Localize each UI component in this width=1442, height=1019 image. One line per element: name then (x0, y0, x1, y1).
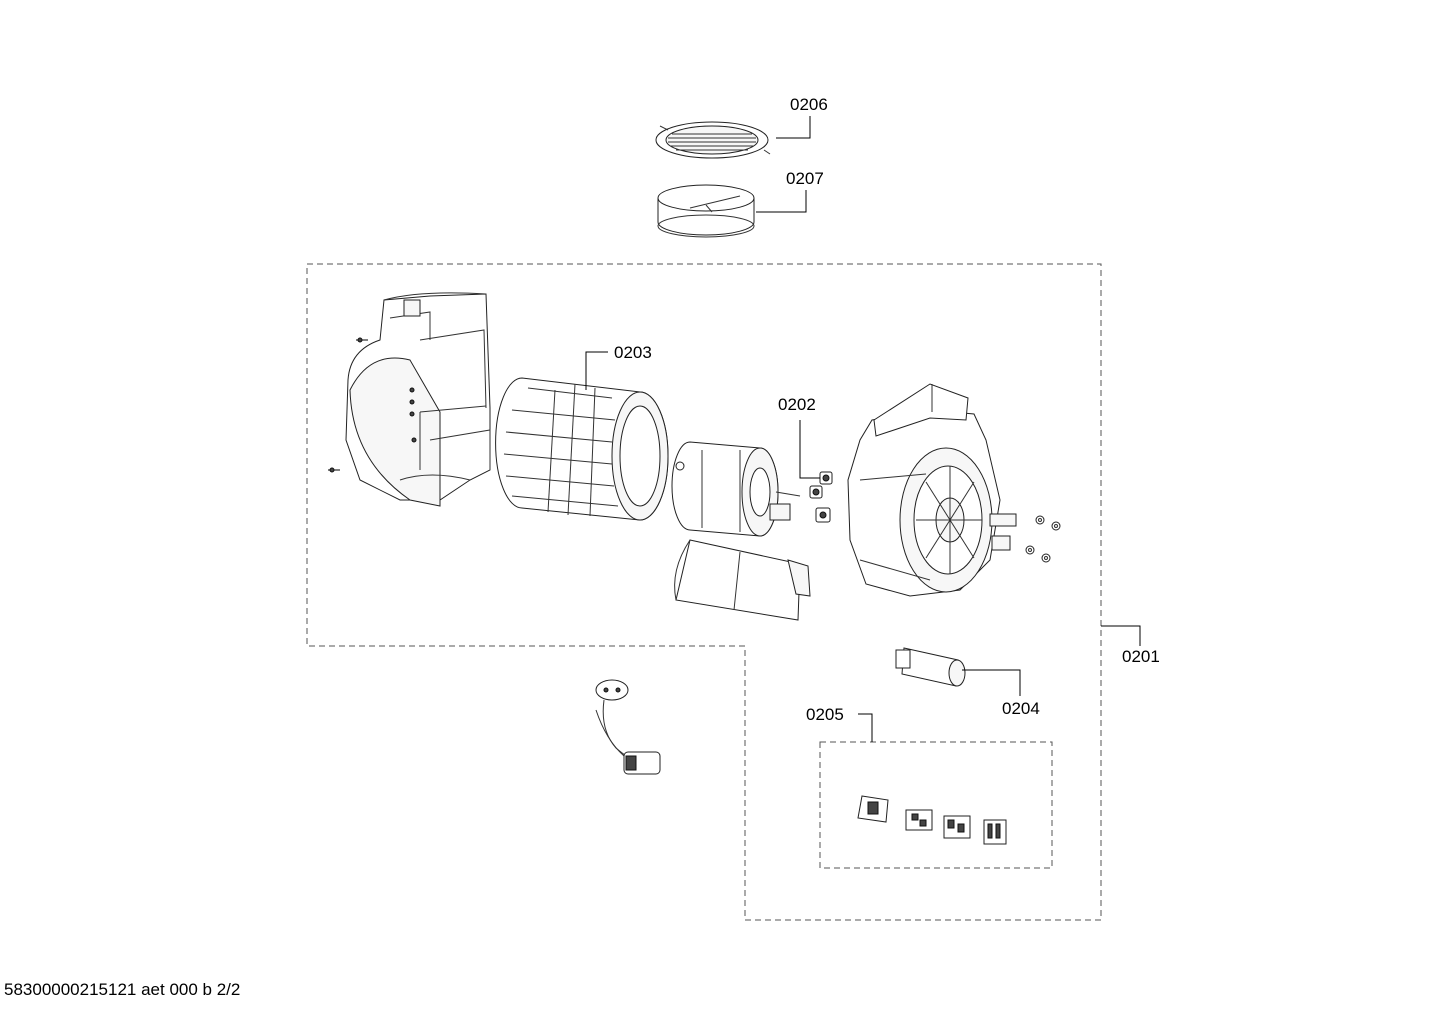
part-motor[interactable] (671, 441, 801, 537)
document-footer-id: 58300000215121 aet 000 b 2/2 (4, 980, 241, 999)
label-0203: 0203 (614, 343, 652, 362)
label-0202: 0202 (778, 395, 816, 414)
label-0206: 0206 (790, 95, 828, 114)
label-0207: 0207 (786, 169, 824, 188)
part-0206-grille[interactable] (655, 121, 771, 159)
nut-4 (1041, 553, 1051, 563)
part-0205-connector-2[interactable] (905, 809, 933, 831)
part-0204-capacitor[interactable] (895, 647, 966, 687)
label-0204: 0204 (1002, 699, 1040, 718)
part-0202-damper-mid[interactable] (809, 485, 823, 499)
leader-0203 (585, 351, 608, 390)
assembly-0201-boundary (306, 263, 1102, 921)
leader-0207 (756, 190, 807, 213)
part-0203-blower-wheel[interactable] (495, 377, 669, 521)
part-0205-connector-3[interactable] (943, 815, 971, 839)
part-0202-damper-bottom[interactable] (815, 507, 831, 523)
part-air-guide[interactable] (674, 539, 811, 621)
part-housing-left-half[interactable] (345, 292, 491, 507)
leader-0202 (799, 420, 820, 479)
part-0207-collar[interactable] (657, 184, 755, 238)
screw-left-top (356, 337, 368, 343)
part-housing-right-half[interactable] (847, 383, 1017, 597)
part-power-cord[interactable] (595, 679, 661, 775)
part-0205-connector-1[interactable] (857, 795, 889, 823)
nut-2 (1051, 521, 1061, 531)
label-0201: 0201 (1122, 647, 1160, 666)
nut-3 (1025, 545, 1035, 555)
leader-0204 (962, 669, 1021, 696)
leader-0201 (1101, 625, 1141, 646)
part-0202-damper-top[interactable] (819, 471, 833, 485)
nut-1 (1035, 515, 1045, 525)
leader-0205 (858, 713, 873, 742)
part-0205-connector-4[interactable] (983, 819, 1007, 845)
label-0205: 0205 (806, 705, 844, 724)
leader-0206 (776, 116, 811, 139)
screw-left-bottom (328, 467, 340, 473)
assembly-0205-boundary (819, 741, 1053, 869)
